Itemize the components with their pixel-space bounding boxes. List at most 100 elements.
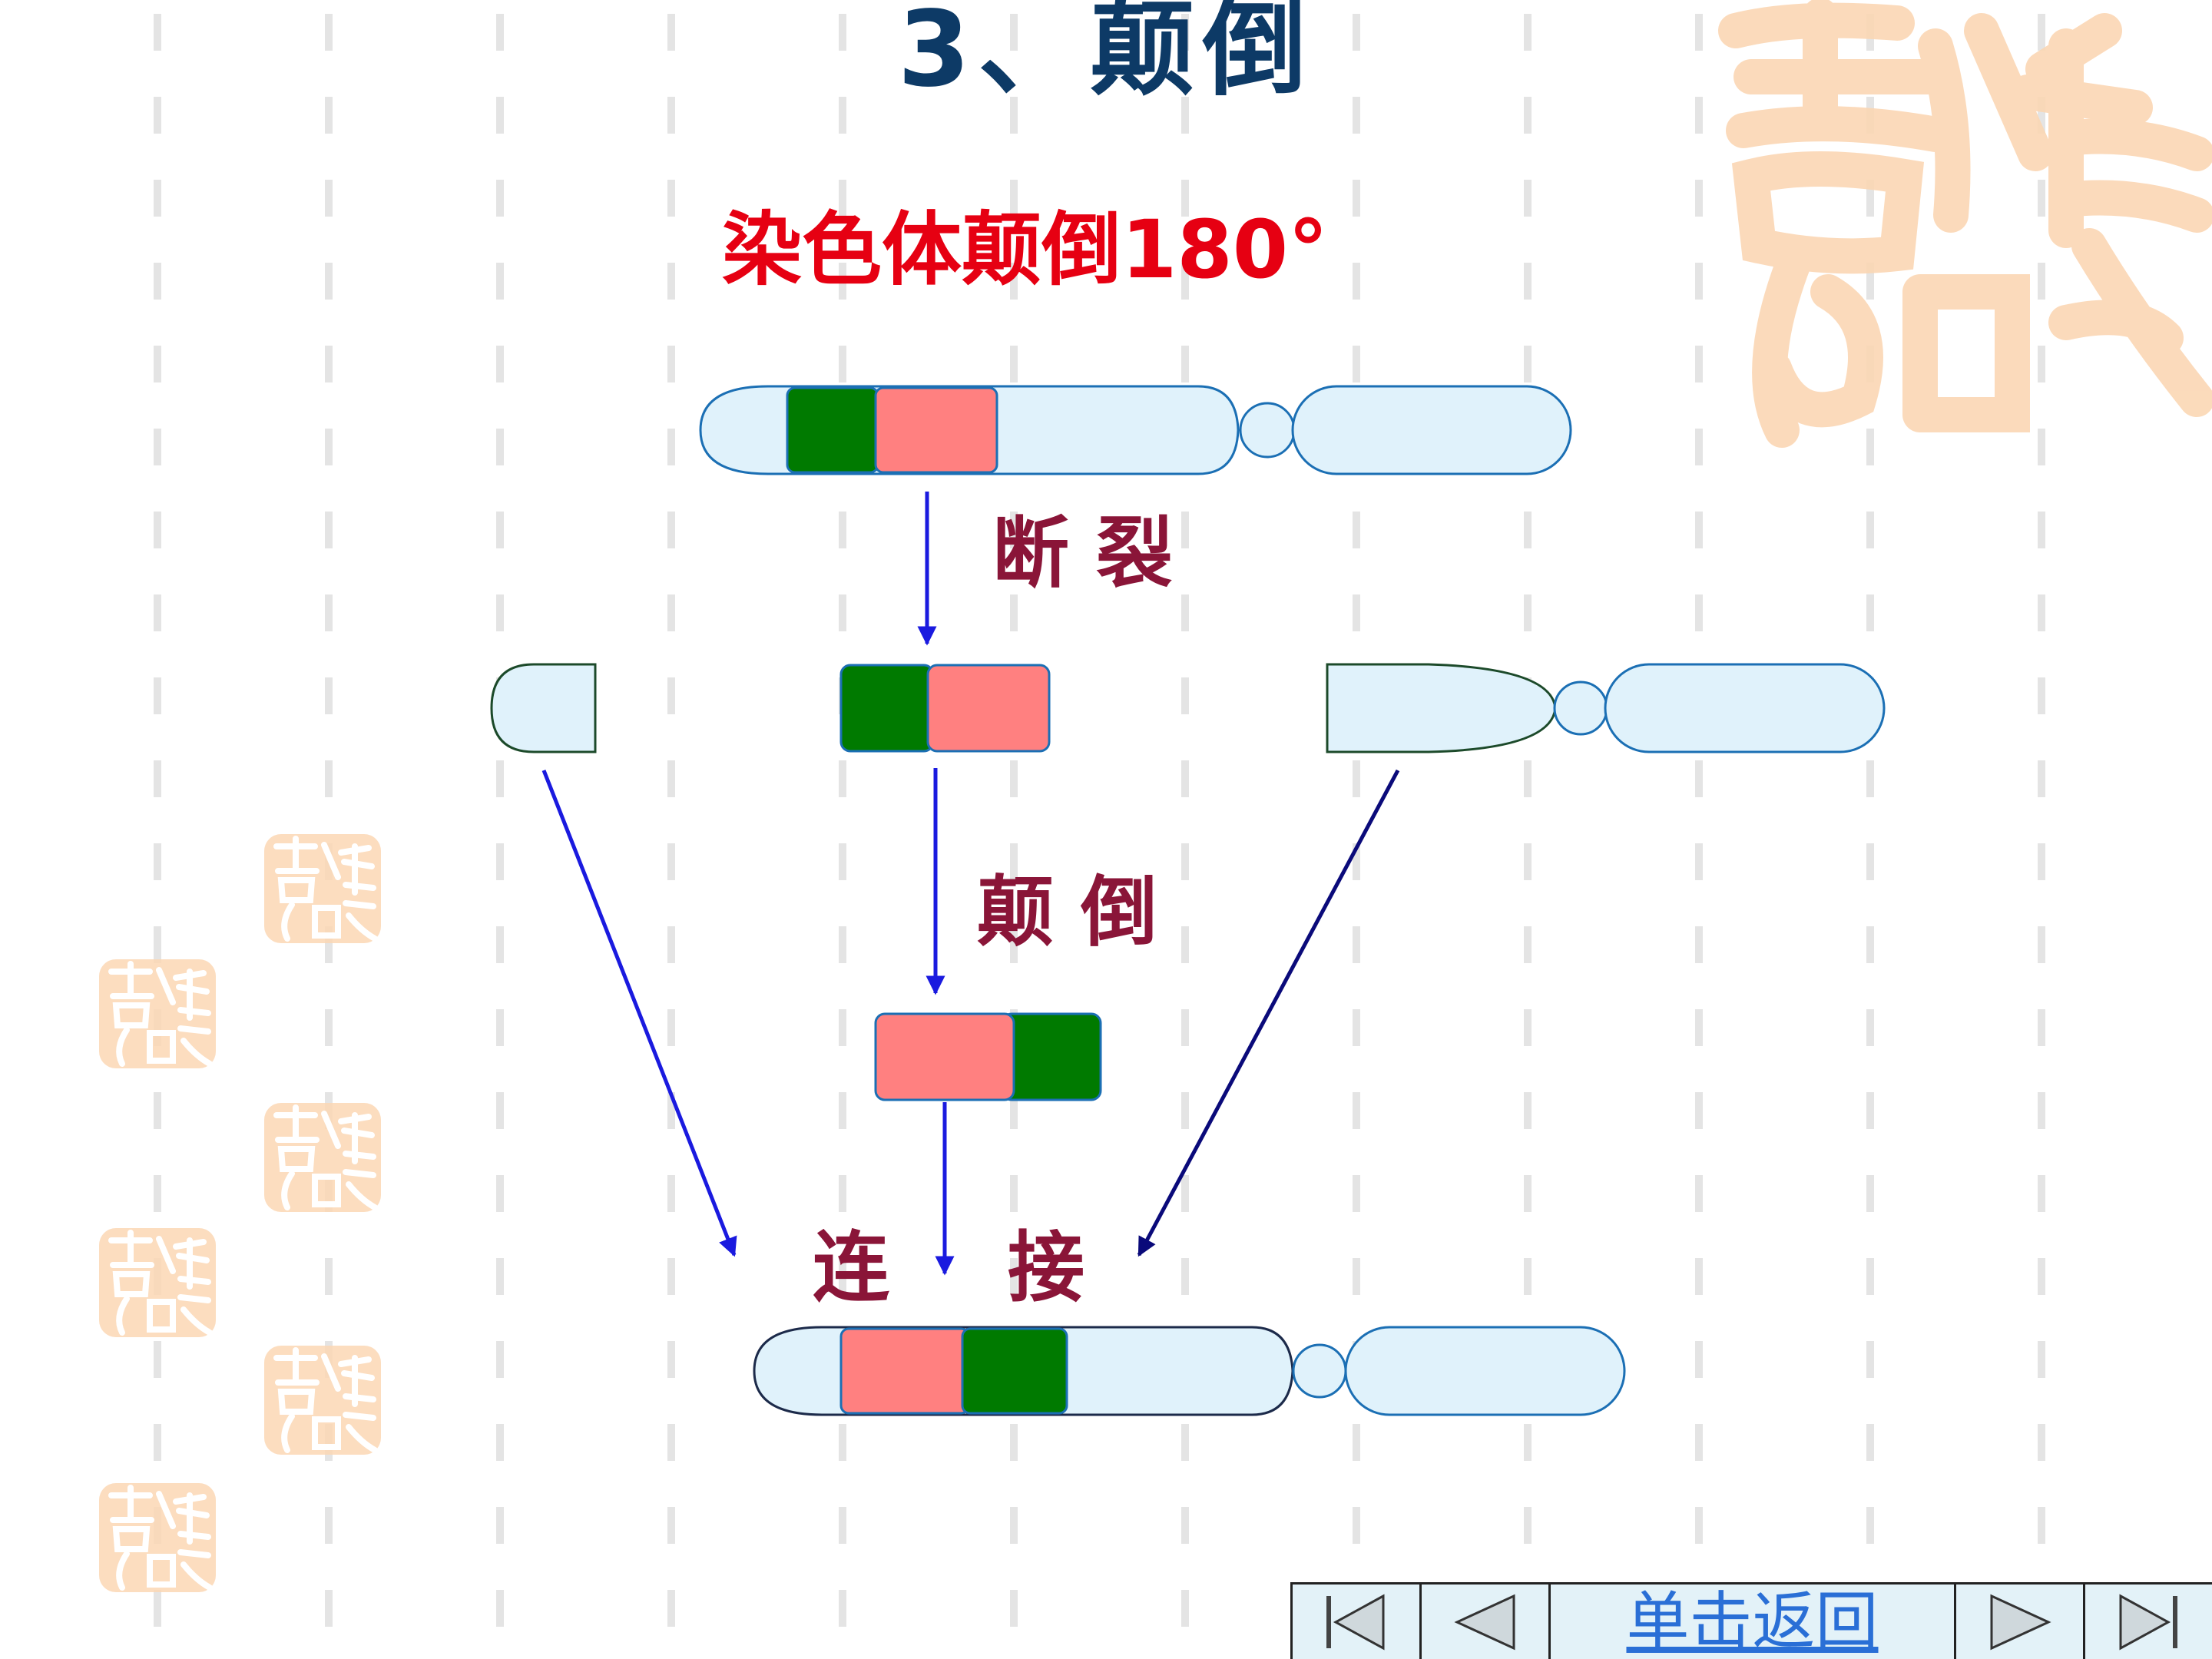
background-dash	[325, 594, 333, 631]
background-dash	[1695, 97, 1703, 134]
label-join-right: 接	[1008, 1222, 1084, 1313]
background-dash	[1866, 1507, 1874, 1544]
background-dash	[667, 1009, 675, 1046]
background-dash	[1181, 14, 1189, 51]
seal-watermark-small-5	[261, 1343, 384, 1458]
background-dash	[1695, 843, 1703, 880]
background-dash	[1181, 1175, 1189, 1212]
background-dash	[2038, 180, 2045, 217]
return-link[interactable]: 单击返回	[1626, 1584, 1879, 1658]
background-dash	[667, 1590, 675, 1627]
background-dash	[1524, 926, 1532, 963]
first-slide-button[interactable]	[1293, 1584, 1422, 1659]
label-join-left: 连	[813, 1222, 889, 1313]
background-dash	[667, 97, 675, 134]
background-dash	[1181, 180, 1189, 217]
inverted-pink-segment	[874, 1012, 1015, 1101]
background-dash	[325, 14, 333, 51]
broken-short-arm	[1604, 663, 1886, 753]
background-dash	[667, 1175, 675, 1212]
background-dash	[496, 1424, 504, 1461]
background-dash	[1524, 1507, 1532, 1544]
join-arrow-left	[541, 770, 737, 1257]
background-dash	[325, 512, 333, 548]
background-dash	[1353, 926, 1360, 963]
background-dash	[1866, 760, 1874, 797]
background-dash	[1695, 263, 1703, 300]
background-dash	[2038, 14, 2045, 51]
background-dash	[1353, 180, 1360, 217]
background-dash	[1866, 926, 1874, 963]
last-slide-button[interactable]	[2085, 1584, 2212, 1659]
background-dash	[1181, 97, 1189, 134]
background-dash	[1181, 1092, 1189, 1129]
background-dash	[2038, 1341, 2045, 1378]
background-dash	[667, 512, 675, 548]
background-dash	[325, 1507, 333, 1544]
background-dash	[1010, 512, 1018, 548]
last-slide-icon	[2119, 1593, 2177, 1651]
background-dash	[667, 594, 675, 631]
background-dash	[154, 14, 161, 51]
background-dash	[2038, 843, 2045, 880]
background-dash	[1353, 512, 1360, 548]
background-dash	[496, 429, 504, 465]
background-dash	[1010, 843, 1018, 880]
previous-slide-button[interactable]	[1422, 1584, 1551, 1659]
background-dash	[1695, 594, 1703, 631]
background-dash	[1010, 1092, 1018, 1129]
background-dash	[1010, 1258, 1018, 1295]
background-dash	[1010, 14, 1018, 51]
original-pink-segment	[874, 386, 998, 474]
label-break: 断 裂	[992, 508, 1173, 598]
background-dash	[839, 1092, 846, 1129]
background-dash	[496, 760, 504, 797]
background-dash	[325, 180, 333, 217]
background-dash	[154, 97, 161, 134]
previous-slide-icon	[1453, 1594, 1515, 1650]
background-dash	[1524, 180, 1532, 217]
page-title: 3、颠倒	[897, 0, 1315, 111]
rejoined-green-segment	[961, 1327, 1068, 1415]
background-dash	[154, 1590, 161, 1627]
background-dash	[1695, 1175, 1703, 1212]
background-dash	[1695, 1507, 1703, 1544]
background-dash	[667, 843, 675, 880]
background-dash	[1866, 263, 1874, 300]
background-dash	[1866, 1258, 1874, 1295]
background-dash	[2038, 1424, 2045, 1461]
background-dash	[1866, 843, 1874, 880]
background-dash	[1866, 1424, 1874, 1461]
background-dash	[1010, 926, 1018, 963]
background-dash	[1695, 1341, 1703, 1378]
background-dash	[2038, 1258, 2045, 1295]
first-slide-icon	[1326, 1593, 1384, 1651]
background-dash	[496, 1590, 504, 1627]
background-dash	[1181, 1590, 1189, 1627]
broken-remainder-arm	[1326, 663, 1557, 753]
background-dash	[1010, 594, 1018, 631]
background-dash	[1695, 1258, 1703, 1295]
seal-watermark-small-4	[96, 1225, 219, 1340]
background-dash	[1695, 346, 1703, 382]
original-centromere	[1239, 402, 1296, 459]
return-link-button[interactable]: 单击返回	[1551, 1584, 1956, 1659]
background-dash	[2038, 1175, 2045, 1212]
broken-green-segment	[839, 664, 935, 753]
background-dash	[1181, 1507, 1189, 1544]
background-dash	[667, 1424, 675, 1461]
background-dash	[1181, 1258, 1189, 1295]
background-dash	[496, 1341, 504, 1378]
broken-end-left	[490, 663, 597, 753]
background-dash	[154, 1175, 161, 1212]
background-dash	[839, 1009, 846, 1046]
background-dash	[1010, 180, 1018, 217]
next-slide-button[interactable]	[1956, 1584, 2085, 1659]
background-dash	[1524, 512, 1532, 548]
background-dash	[325, 1009, 333, 1046]
background-dash	[325, 346, 333, 382]
join-arrow-right	[1137, 769, 1400, 1257]
background-dash	[667, 1092, 675, 1129]
background-dash	[667, 926, 675, 963]
